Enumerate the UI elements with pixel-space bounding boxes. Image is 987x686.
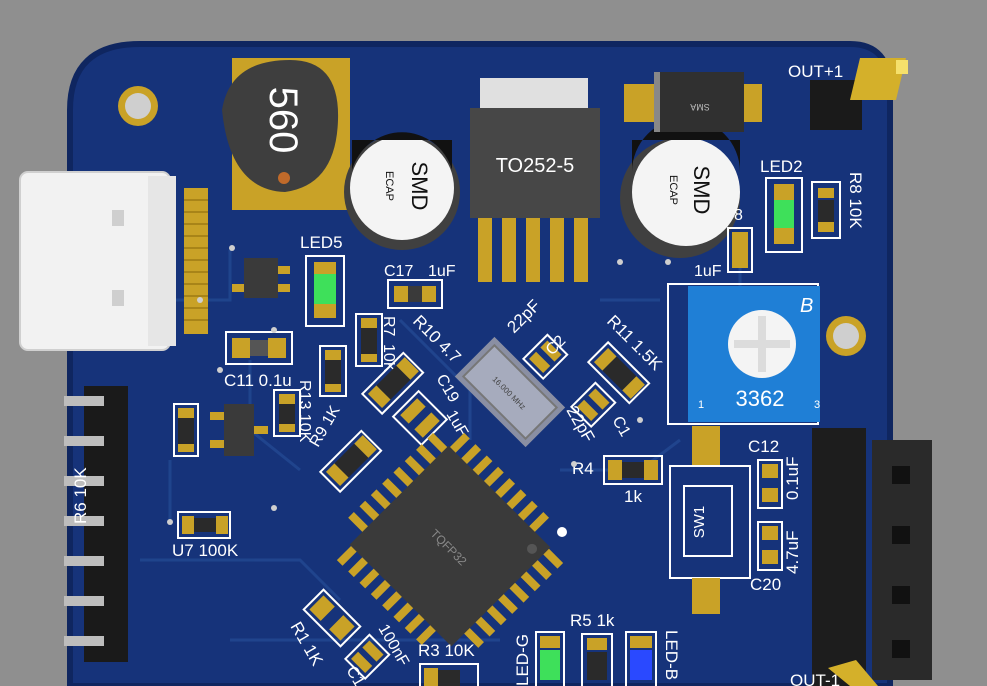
r6-resistor: [173, 403, 199, 457]
led-g-label: LED-G: [513, 634, 532, 686]
crystal: 16.000 MHz: [454, 336, 566, 448]
pot-model: 3362: [736, 386, 785, 411]
pot-pin1: 1: [698, 399, 704, 411]
c8-label: 8: [734, 207, 743, 224]
r11-resistor: [586, 340, 651, 405]
sw1-label: SW1: [691, 506, 708, 539]
capacitor-left-sub: ECAP: [383, 171, 395, 201]
r4-value: 1k: [624, 487, 642, 506]
r3-label: R3 10K: [418, 641, 475, 660]
c11-label: C11 0.1u: [224, 371, 292, 390]
resistor-diag: [318, 429, 383, 494]
r10-resistor: [360, 351, 425, 416]
r4-resistor: [603, 455, 663, 485]
led2-label: LED2: [760, 157, 803, 176]
usb-c-connector: [19, 171, 208, 351]
r3-resistor: [419, 663, 479, 686]
r13-resistor: [273, 389, 301, 437]
c17-capacitor: [387, 279, 443, 309]
voltage-regulator: TO252-5: [470, 78, 600, 282]
r5-resistor: [581, 633, 613, 686]
out-minus-pin: [828, 660, 878, 686]
diode: SMA: [624, 72, 762, 132]
led-green: [535, 631, 565, 686]
r7-label: R7: [380, 316, 397, 337]
u7-resistor: [177, 511, 231, 539]
c20-label: C20: [750, 575, 781, 594]
vias: [167, 245, 671, 525]
mounting-hole-top-left: [118, 86, 158, 126]
r8-resistor: [811, 181, 841, 239]
led-b-label: LED-B: [662, 630, 681, 680]
r4-label: R4: [572, 459, 594, 478]
c17-value: 1uF: [428, 263, 456, 280]
mounting-hole-right: [826, 316, 866, 356]
regulator-label: TO252-5: [496, 155, 575, 177]
sw1-switch: SW1: [669, 426, 751, 614]
c12-capacitor: [757, 459, 783, 509]
output-plus-header: OUT+1: [788, 58, 908, 130]
c-partial-label: C1: [343, 664, 368, 686]
c20-value: 4.7uF: [783, 531, 802, 574]
resistor-100k-vertical: [319, 345, 347, 397]
r5-label: R5 1k: [570, 611, 615, 630]
c8-value: 1uF: [694, 263, 722, 280]
out-minus-label: OUT-1: [790, 671, 840, 686]
inductor: 560: [222, 58, 350, 210]
led-blue: [625, 631, 657, 686]
pin1-marker: [557, 527, 567, 537]
left-pin-header: [64, 386, 128, 662]
c-100nf-capacitor: [343, 633, 391, 681]
right-pin-header: [812, 428, 932, 686]
capacitor-left-label: SMD: [407, 162, 432, 211]
c17-label: C17: [384, 263, 413, 280]
r8-label: R8 10K: [846, 172, 865, 229]
r6-label: R6 10K: [71, 467, 90, 524]
sot23-transistor-2: [210, 404, 268, 456]
pot-brand: B: [800, 295, 813, 317]
capacitor-right-label: SMD: [689, 166, 714, 215]
c11-capacitor: [225, 331, 293, 365]
led2: [765, 177, 803, 253]
inductor-label: 560: [261, 87, 305, 154]
diode-label: SMA: [690, 102, 710, 112]
out-plus-label: OUT+1: [788, 62, 843, 81]
c20-capacitor: [757, 521, 783, 571]
c12-label: C12: [748, 437, 779, 456]
capacitor-left: SMD ECAP: [344, 132, 460, 250]
c19-capacitor: [391, 389, 449, 447]
pot-pin3: 3: [814, 399, 820, 411]
r7-resistor: [355, 313, 383, 367]
led5: [305, 255, 345, 327]
potentiometer: B 3362 1 3: [667, 283, 820, 425]
mcu-chip: TQFP32: [336, 432, 564, 648]
capacitor-right-sub: ECAP: [667, 175, 679, 205]
led5-label: LED5: [300, 233, 343, 252]
r7-value: 10K: [380, 344, 397, 373]
u7-label: U7 100K: [172, 541, 239, 560]
sot23-transistor: [232, 258, 290, 298]
r1-resistor: [302, 588, 362, 648]
r13-label: R13 10K: [296, 380, 313, 443]
c1-capacitor: [569, 381, 617, 429]
c2-capacitor: [521, 333, 569, 381]
c12-value: 0.1uF: [783, 457, 802, 500]
c8-capacitor: [727, 227, 753, 273]
